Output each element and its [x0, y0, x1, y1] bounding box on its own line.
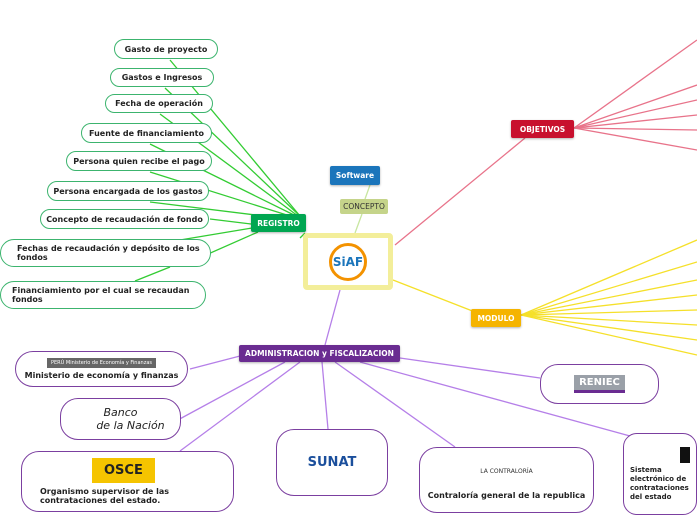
osce-node[interactable]: OSCE Organismo supervisor de las contrat… [21, 451, 234, 512]
mef-label: Ministerio de economía y finanzas [24, 371, 179, 380]
mef-node[interactable]: PERÚ Ministerio de Economía y Finanzas M… [15, 351, 188, 387]
modulo-node[interactable]: MODULO [471, 309, 521, 327]
seace-label: Sistema electrónico de contrataciones de… [630, 465, 689, 501]
registro-item[interactable]: Persona encargada de los gastos [47, 181, 209, 201]
banco-logo-line1: Banco [103, 406, 138, 419]
registro-item[interactable]: Gastos e Ingresos [110, 68, 214, 87]
registro-node[interactable]: REGISTRO [251, 214, 306, 232]
contraloria-label: Contraloría general de la republica [427, 491, 586, 500]
banco-nacion-node[interactable]: Banco de la Nación [60, 398, 181, 440]
registro-item[interactable]: Gasto de proyecto [114, 39, 218, 59]
seace-logo [680, 446, 690, 463]
mef-logo: PERÚ Ministerio de Economía y Finanzas [47, 358, 156, 368]
contraloria-logo: LA CONTRALORÍA [480, 468, 533, 475]
siaf-logo: SiAF [329, 242, 367, 281]
software-node[interactable]: Software [330, 166, 380, 185]
objetivos-node[interactable]: OBJETIVOS [511, 120, 574, 138]
registro-item[interactable]: Concepto de recaudación de fondo [40, 209, 209, 229]
banco-logo-line2: de la Nación [96, 419, 165, 432]
reniec-node[interactable]: RENIEC [540, 364, 659, 404]
osce-label: Organismo supervisor de las contratacion… [40, 487, 170, 505]
registro-item[interactable]: Persona quien recibe el pago [66, 151, 212, 171]
registro-item[interactable]: Financiamiento por el cual se recaudan f… [0, 281, 206, 309]
contraloria-node[interactable]: LA CONTRALORÍA Contraloría general de la… [419, 447, 594, 513]
reniec-logo: RENIEC [574, 375, 625, 393]
concepto-label[interactable]: CONCEPTO [340, 199, 388, 214]
siaf-center-node[interactable]: SiAF [303, 233, 393, 290]
registro-item[interactable]: Fecha de operación [105, 94, 213, 113]
registro-item[interactable]: Fechas de recaudación y depósito de los … [0, 239, 211, 267]
admin-node[interactable]: ADMINISTRACION y FISCALIZACION [239, 345, 400, 362]
registro-item[interactable]: Fuente de financiamiento [81, 123, 212, 143]
seace-node[interactable]: Sistema electrónico de contrataciones de… [623, 433, 697, 515]
sunat-node[interactable]: SUNAT [276, 429, 388, 496]
osce-logo: OSCE [92, 458, 155, 483]
sunat-logo: SUNAT [307, 455, 357, 470]
